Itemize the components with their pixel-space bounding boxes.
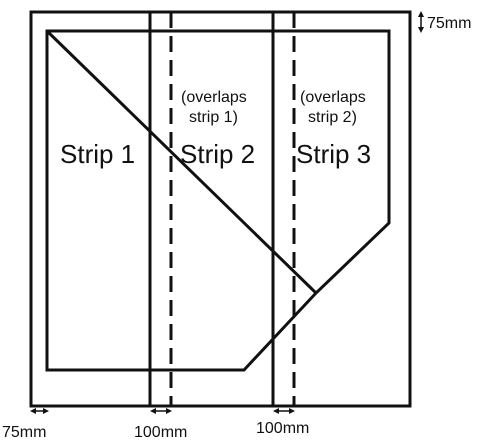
diagonal-line — [45, 29, 318, 295]
strip-2-note-line-1: (overlaps — [181, 89, 247, 106]
strip-2-label: Strip 2 — [180, 139, 255, 169]
top-margin-dimension — [418, 11, 424, 33]
bottom-dim-arrow-2 — [150, 408, 172, 414]
strip-2-note-line-2: strip 1) — [189, 109, 238, 126]
strip-3-note-line-1: (overlaps — [300, 89, 366, 106]
strip-1-label: Strip 1 — [60, 139, 135, 169]
bottom-dim-arrow-3 — [273, 408, 295, 414]
strip-3-note-line-2: strip 2) — [308, 109, 357, 126]
strip-3-label: Strip 3 — [296, 139, 371, 169]
wall-outline — [29, 10, 412, 408]
bottom-dim-label-2: 100mm — [134, 424, 187, 441]
bottom-dim-label-3: 100mm — [256, 420, 309, 437]
bottom-dim-arrow-1 — [30, 408, 49, 414]
top-margin-label: 75mm — [427, 15, 471, 32]
bottom-dim-label-1: 75mm — [2, 424, 46, 441]
